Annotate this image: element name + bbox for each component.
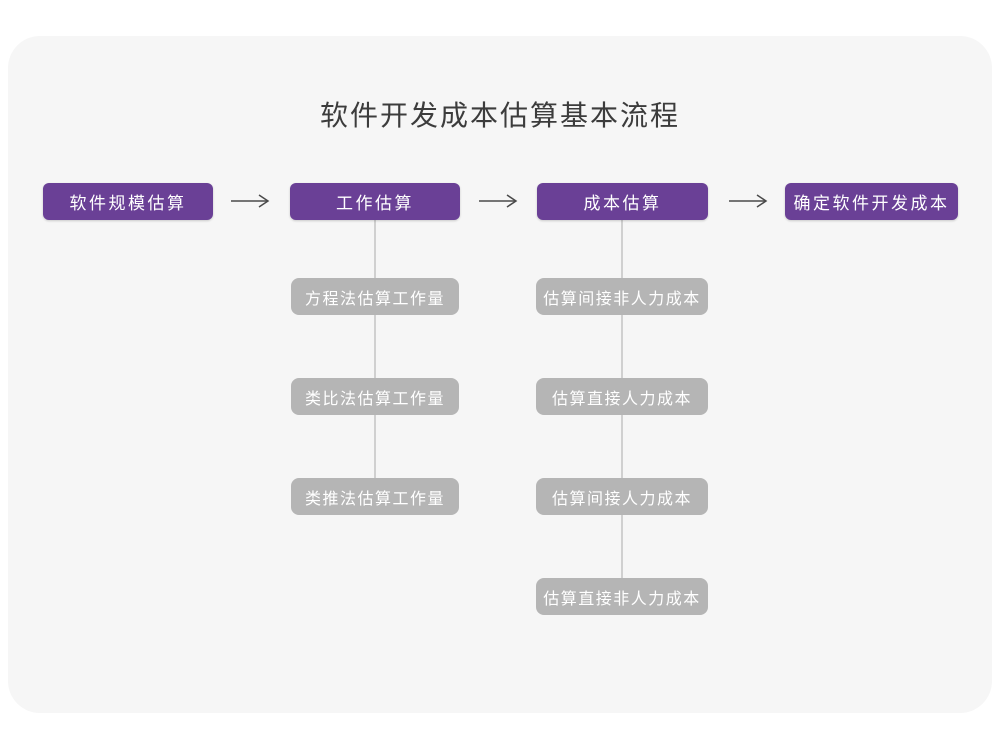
branch-node-comparison-method: 类比法估算工作量 xyxy=(291,378,459,415)
branch-node-label: 估算直接人力成本 xyxy=(551,390,692,408)
branch-node-analogy-method: 类推法估算工作量 xyxy=(291,478,459,515)
diagram-card: 软件开发成本估算基本流程 软件规模估算 工作估算 成本估算 确定软件开发成本 xyxy=(8,36,992,713)
branch-node-label: 估算间接非人力成本 xyxy=(543,290,701,308)
flow-node-cost-estimation: 成本估算 xyxy=(537,183,708,220)
branch-node-label: 类推法估算工作量 xyxy=(304,490,445,508)
flow-node-label: 软件规模估算 xyxy=(69,194,187,213)
branch-node-label: 类比法估算工作量 xyxy=(304,390,445,408)
branch-node-equation-method: 方程法估算工作量 xyxy=(291,278,459,315)
right-arrow-icon xyxy=(729,194,768,208)
flow-node-label: 确定软件开发成本 xyxy=(793,194,950,213)
work-branch-connector-line xyxy=(374,219,376,484)
flow-node-determine-software-dev-cost: 确定软件开发成本 xyxy=(785,183,958,220)
flow-node-software-scale-estimation: 软件规模估算 xyxy=(43,183,213,220)
branch-node-label: 估算直接非人力成本 xyxy=(543,590,701,608)
diagram-title: 软件开发成本估算基本流程 xyxy=(319,100,680,131)
branch-node-label: 方程法估算工作量 xyxy=(304,290,445,308)
branch-node-direct-labor-cost: 估算直接人力成本 xyxy=(536,378,708,415)
flow-node-label: 成本估算 xyxy=(583,194,662,213)
branch-node-direct-non-labor-cost: 估算直接非人力成本 xyxy=(536,578,708,615)
flow-node-label: 工作估算 xyxy=(336,194,414,213)
right-arrow-icon xyxy=(479,194,518,208)
right-arrow-icon xyxy=(231,194,270,208)
branch-node-indirect-non-labor-cost: 估算间接非人力成本 xyxy=(536,278,708,315)
branch-node-label: 估算间接人力成本 xyxy=(551,490,692,508)
flow-node-work-estimation: 工作估算 xyxy=(290,183,460,220)
branch-node-indirect-labor-cost: 估算间接人力成本 xyxy=(536,478,708,515)
